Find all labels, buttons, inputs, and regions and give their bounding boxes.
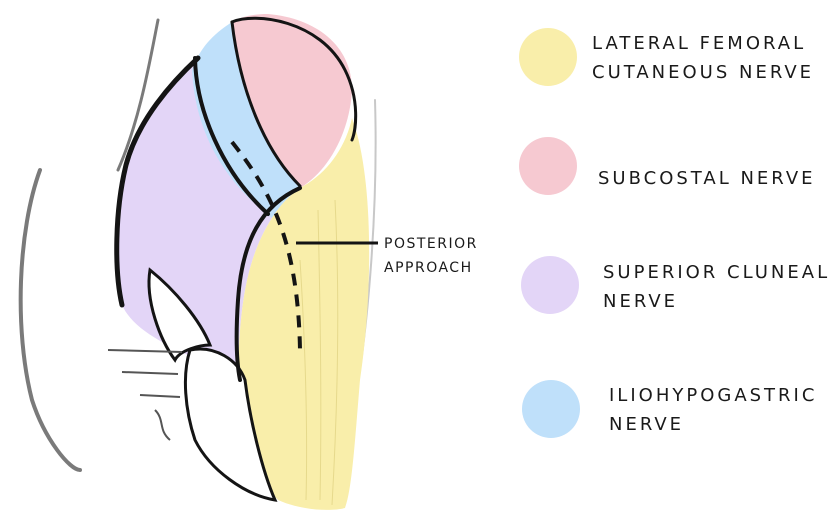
- legend-text: LATERAL FEMORAL: [592, 29, 814, 58]
- legend-text: NERVE: [609, 410, 817, 439]
- legend-label-iliohypogastric: ILIOHYPOGASTRIC NERVE: [609, 381, 817, 439]
- posterior-approach-label: POSTERIOR APPROACH: [384, 232, 478, 280]
- legend-swatch-superior-cluneal: [521, 256, 579, 314]
- legend-swatch-subcostal: [519, 137, 577, 195]
- legend-text: CUTANEOUS NERVE: [592, 58, 814, 87]
- legend-label-superior-cluneal: SUPERIOR CLUNEAL NERVE: [603, 258, 830, 316]
- legend-label-lateral-femoral: LATERAL FEMORAL CUTANEOUS NERVE: [592, 29, 814, 87]
- annotation-line-2: APPROACH: [384, 256, 478, 280]
- body-outline-left: [21, 170, 80, 470]
- annotation-line-1: POSTERIOR: [384, 232, 478, 256]
- hatching-mark: [140, 395, 180, 397]
- legend-label-subcostal: SUBCOSTAL NERVE: [598, 164, 816, 193]
- hatching-mark: [122, 372, 178, 374]
- legend-swatch-iliohypogastric: [522, 380, 580, 438]
- hatching-mark: [155, 410, 170, 440]
- legend-text: NERVE: [603, 287, 830, 316]
- legend-text: SUPERIOR CLUNEAL: [603, 258, 830, 287]
- legend-swatch-lateral-femoral: [519, 28, 577, 86]
- legend-text: SUBCOSTAL NERVE: [598, 164, 816, 193]
- legend-text: ILIOHYPOGASTRIC: [609, 381, 817, 410]
